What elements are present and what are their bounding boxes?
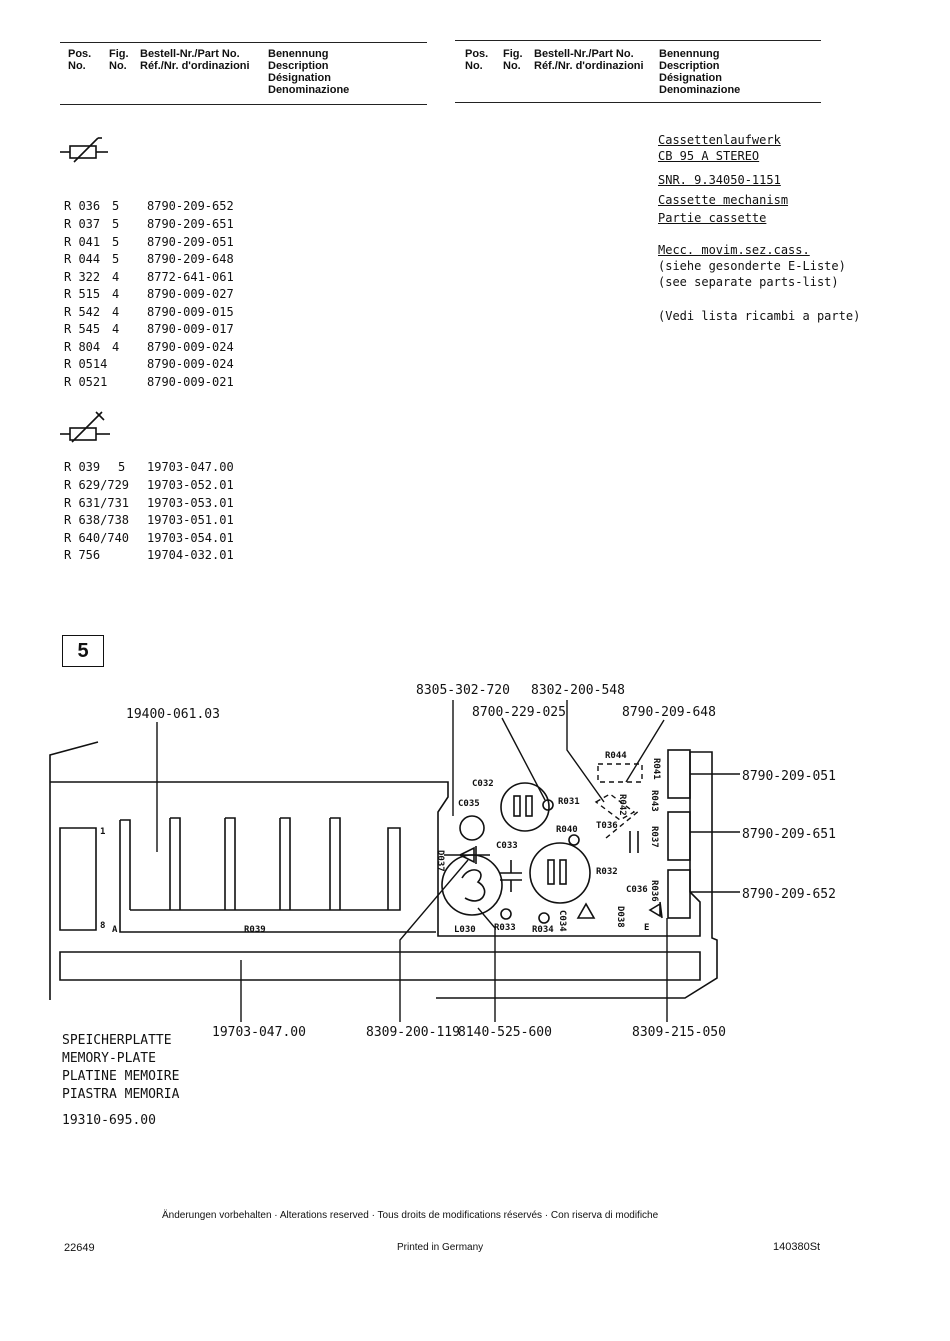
callout-label: 8790-209-651: [742, 827, 836, 842]
header-name: Benennung Description Désignation Denomi…: [268, 48, 350, 96]
callout-label: 19703-047.00: [212, 1025, 306, 1040]
pcb-label: T036: [596, 821, 618, 831]
callout-label: 8790-209-051: [742, 769, 836, 784]
pcb-label: R039: [244, 925, 266, 935]
pcb-label: A: [112, 925, 118, 935]
header-fig: Fig. No.: [503, 48, 523, 72]
trimmer-resistor-symbol-icon: [60, 411, 110, 443]
pcb-label: C032: [472, 779, 494, 789]
header-part: Bestell-Nr./Part No. Réf./Nr. d'ordinazi…: [534, 48, 644, 72]
memory-plate-diagram: R044 R041 C032 C035 R031 R042 R043 T036 …: [49, 683, 836, 1040]
callout-label: 8700-229-025: [472, 705, 566, 720]
pcb-label: L030: [454, 925, 476, 935]
pcb-label: 1: [100, 827, 105, 837]
pcb-label: C033: [496, 841, 518, 851]
callout-label: 8309-200-119: [366, 1025, 460, 1040]
pcb-label: R034: [532, 925, 554, 935]
footer-printed: Printed in Germany: [397, 1242, 484, 1253]
pcb-label: C036: [626, 885, 648, 895]
footer-notice: Änderungen vorbehalten · Alterations res…: [162, 1210, 659, 1221]
header-rule-bottom: [455, 102, 821, 103]
header-name: Benennung Description Désignation Denomi…: [659, 48, 741, 96]
header-pos: Pos. No.: [68, 48, 92, 72]
pcb-label: R042: [617, 794, 627, 816]
pcb-label: E: [644, 923, 649, 933]
footer-doc-code: 22649: [64, 1242, 95, 1254]
callout-label: 19400-061.03: [126, 707, 220, 722]
callout-label: 8140-525-600: [458, 1025, 552, 1040]
callout-label: 8305-302-720: [416, 683, 510, 698]
pcb-label: C034: [557, 910, 567, 932]
pcb-label: R041: [651, 758, 661, 780]
callout-label: 8790-209-648: [622, 705, 716, 720]
header-rule-top: [60, 42, 427, 43]
callout-label: 8302-200-548: [531, 683, 625, 698]
pcb-label: R037: [649, 826, 659, 848]
pcb-label: D038: [615, 906, 625, 928]
callout-label: 8309-215-050: [632, 1025, 726, 1040]
footer-page-code: 140380St: [773, 1241, 821, 1253]
figure-number: 5: [62, 635, 104, 667]
callout-label: 8790-209-652: [742, 887, 836, 902]
pcb-label: D037: [435, 850, 445, 872]
pcb-label: R031: [558, 797, 580, 807]
pcb-label: R043: [649, 790, 659, 812]
header-part: Bestell-Nr./Part No. Réf./Nr. d'ordinazi…: [140, 48, 250, 72]
header-rule-top: [455, 40, 821, 41]
pcb-label: R033: [494, 923, 516, 933]
resistor-symbol-icon: [60, 137, 108, 163]
header-pos: Pos. No.: [465, 48, 489, 72]
pcb-label: R032: [596, 867, 618, 877]
pcb-label: C035: [458, 799, 480, 809]
header-fig: Fig. No.: [109, 48, 129, 72]
pcb-label: R036: [649, 880, 659, 902]
pcb-label: R044: [605, 751, 627, 761]
pcb-label: 8: [100, 921, 105, 931]
header-rule-bottom: [60, 104, 427, 105]
pcb-label: R040: [556, 825, 578, 835]
